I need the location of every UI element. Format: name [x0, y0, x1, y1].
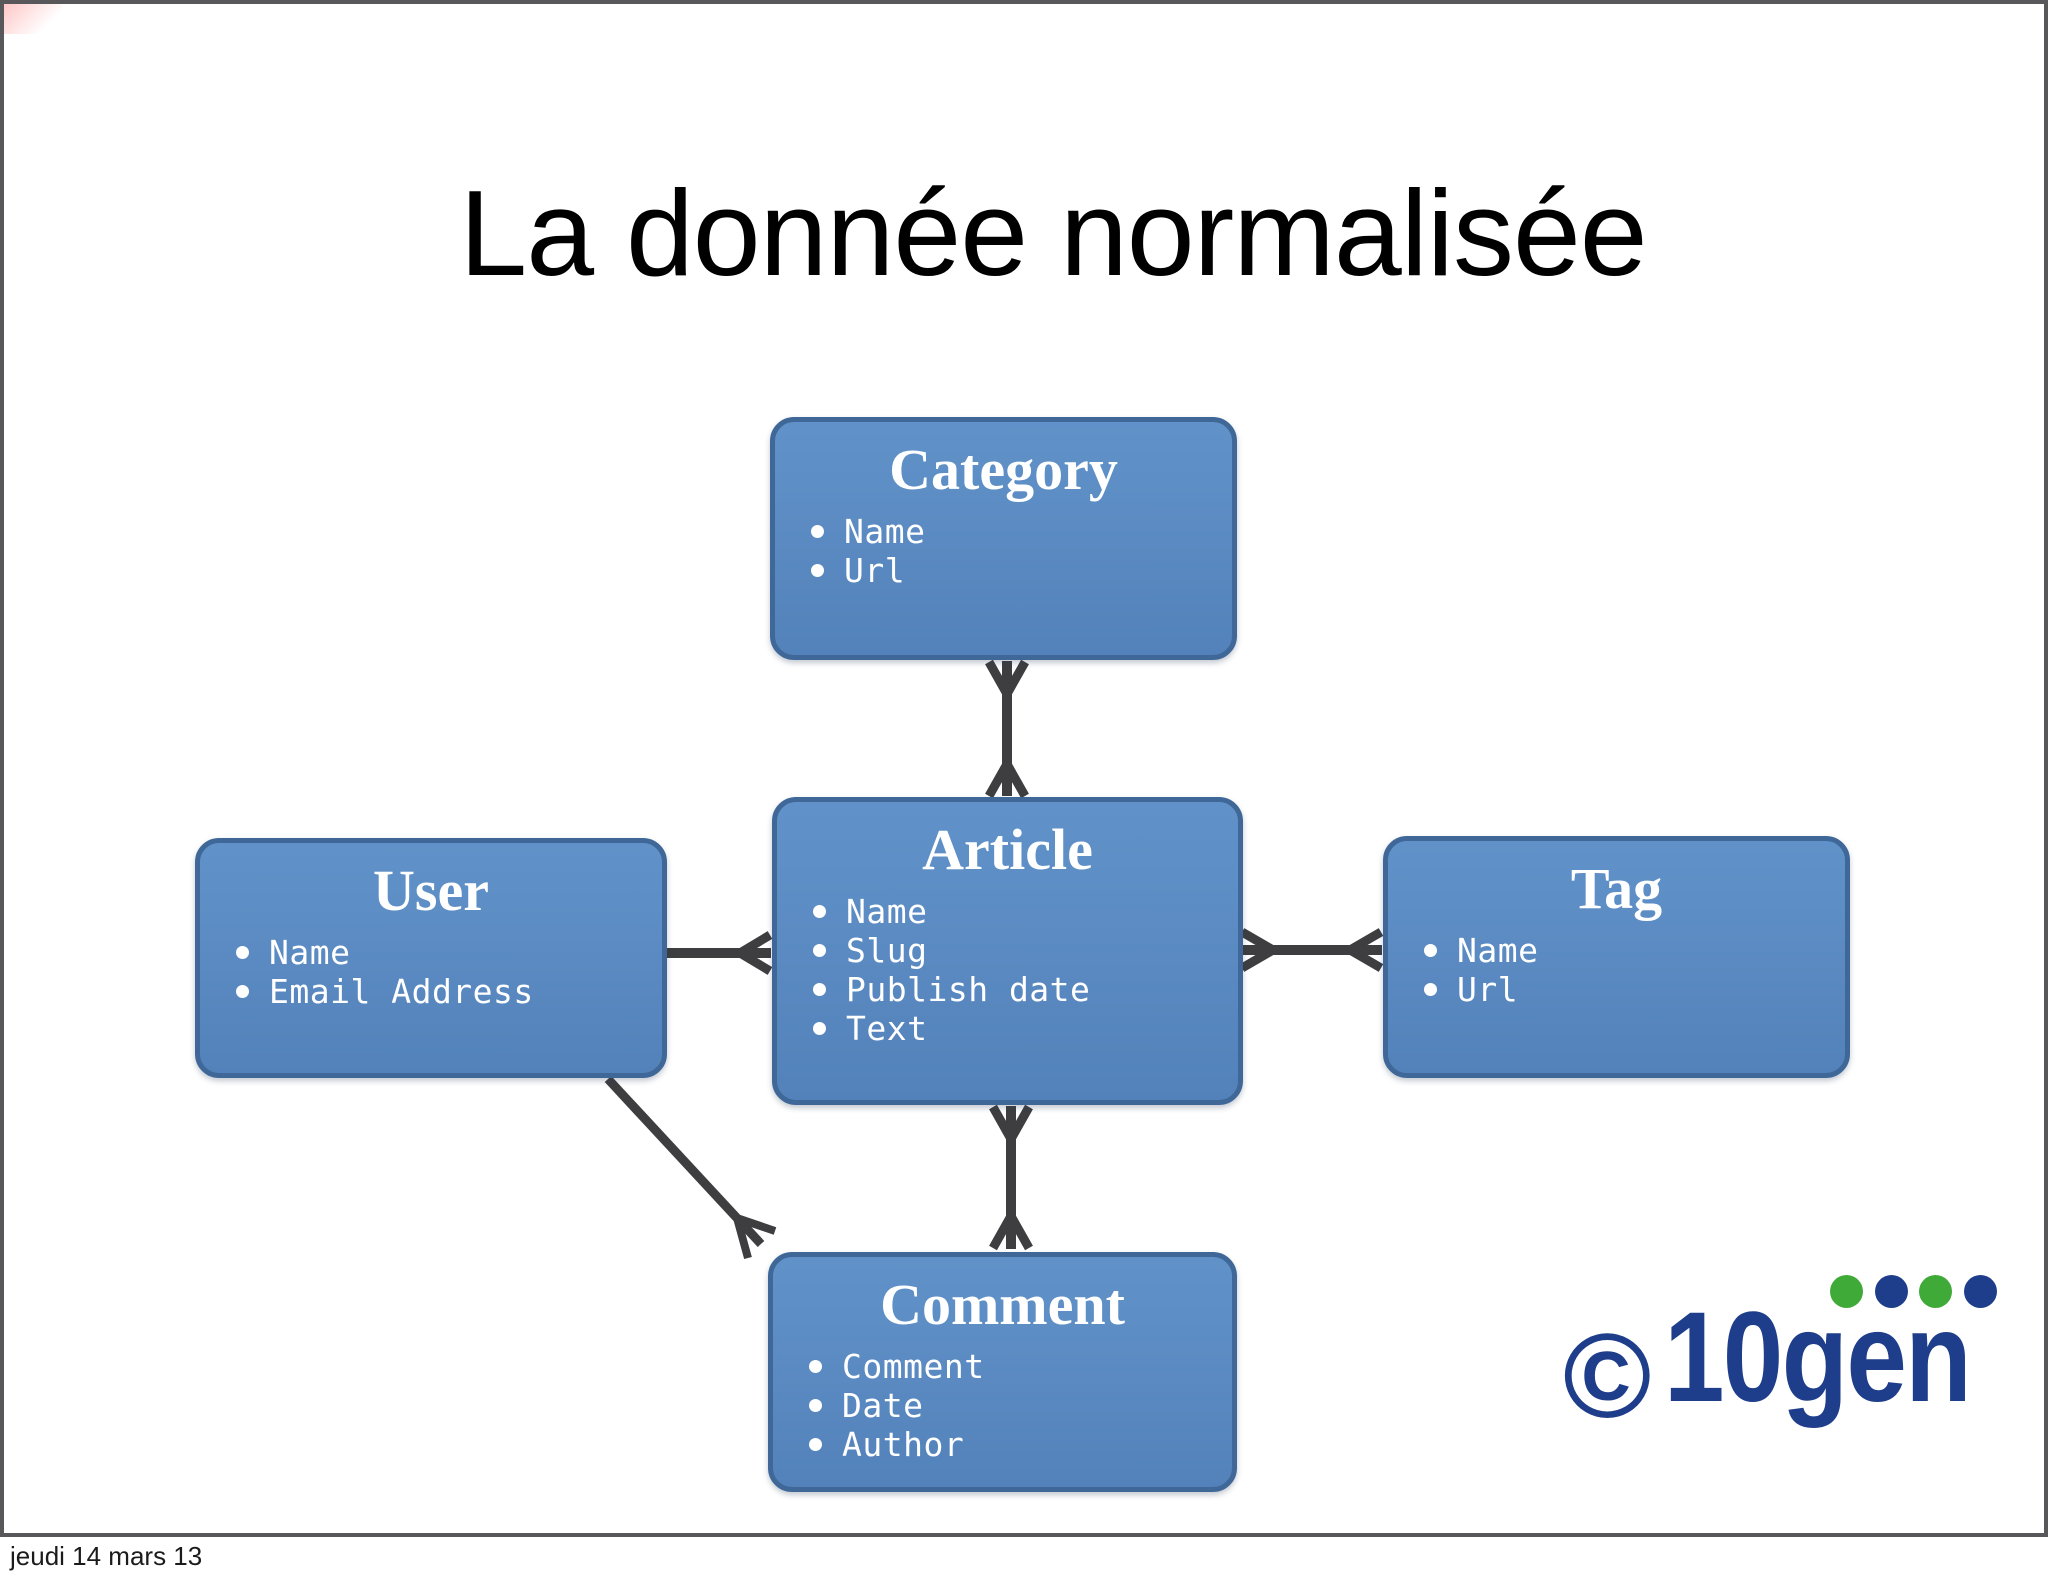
corner-marker: [4, 4, 62, 34]
entity-box-tag: Tag Name Url: [1383, 836, 1850, 1078]
entity-title: Article: [922, 817, 1093, 882]
bullet-icon: [809, 1438, 822, 1451]
entity-field-label: Name: [269, 933, 351, 972]
entity-field-label: Date: [842, 1386, 924, 1425]
entity-field: Author: [809, 1425, 1232, 1464]
entity-title: Comment: [880, 1272, 1125, 1337]
bullet-icon: [813, 1022, 826, 1035]
bullet-icon: [813, 944, 826, 957]
bullet-icon: [236, 946, 249, 959]
entity-field-label: Name: [844, 512, 926, 551]
entity-field-label: Text: [846, 1009, 928, 1048]
entity-field: Name: [813, 892, 1238, 931]
entity-box-article: Article Name Slug Publish date Text: [772, 797, 1243, 1105]
entity-field-label: Url: [844, 551, 906, 590]
entity-field-label: Name: [1457, 931, 1539, 970]
entity-box-user: User Name Email Address: [195, 838, 667, 1078]
entity-field: Comment: [809, 1347, 1232, 1386]
footer-date: jeudi 14 mars 13: [10, 1541, 203, 1571]
brand-dot-icon: [1875, 1275, 1908, 1308]
entity-field-label: Email Address: [269, 972, 534, 1011]
entity-field: Url: [811, 551, 1232, 590]
entity-field-label: Slug: [846, 931, 928, 970]
bullet-icon: [809, 1360, 822, 1373]
entity-field-label: Name: [846, 892, 928, 931]
bullet-icon: [809, 1399, 822, 1412]
bullet-icon: [811, 564, 824, 577]
bullet-icon: [236, 985, 249, 998]
entity-field: Url: [1424, 970, 1845, 1009]
entity-title: Category: [889, 437, 1118, 502]
bullet-icon: [1424, 983, 1437, 996]
entity-title: User: [373, 858, 489, 923]
entity-field-label: Author: [842, 1425, 965, 1464]
brand-dots: [1830, 1275, 2030, 1308]
entity-field: Text: [813, 1009, 1238, 1048]
brand-wordmark: 10gen: [1664, 1286, 1972, 1429]
entity-field: Name: [1424, 931, 1845, 970]
entity-field-label: Url: [1457, 970, 1519, 1009]
entity-field-label: Comment: [842, 1347, 985, 1386]
entity-title: Tag: [1570, 856, 1663, 921]
brand-dot-icon: [1919, 1275, 1952, 1308]
bullet-icon: [1424, 944, 1437, 957]
entity-field: Date: [809, 1386, 1232, 1425]
entity-field: Name: [811, 512, 1232, 551]
entity-field: Slug: [813, 931, 1238, 970]
bullet-icon: [811, 525, 824, 538]
entity-field: Name: [236, 933, 662, 972]
bullet-icon: [813, 905, 826, 918]
entity-box-category: Category Name Url: [770, 417, 1237, 660]
slide-title: La donnée normalisée: [459, 165, 1647, 301]
brand-dot-icon: [1830, 1275, 1863, 1308]
entity-field-label: Publish date: [846, 970, 1091, 1009]
bullet-icon: [813, 983, 826, 996]
entity-box-comment: Comment Comment Date Author: [768, 1252, 1237, 1492]
brand-dot-icon: [1964, 1275, 1997, 1308]
entity-field: Email Address: [236, 972, 662, 1011]
copyright-icon: ©: [1563, 1309, 1652, 1443]
entity-field: Publish date: [813, 970, 1238, 1009]
